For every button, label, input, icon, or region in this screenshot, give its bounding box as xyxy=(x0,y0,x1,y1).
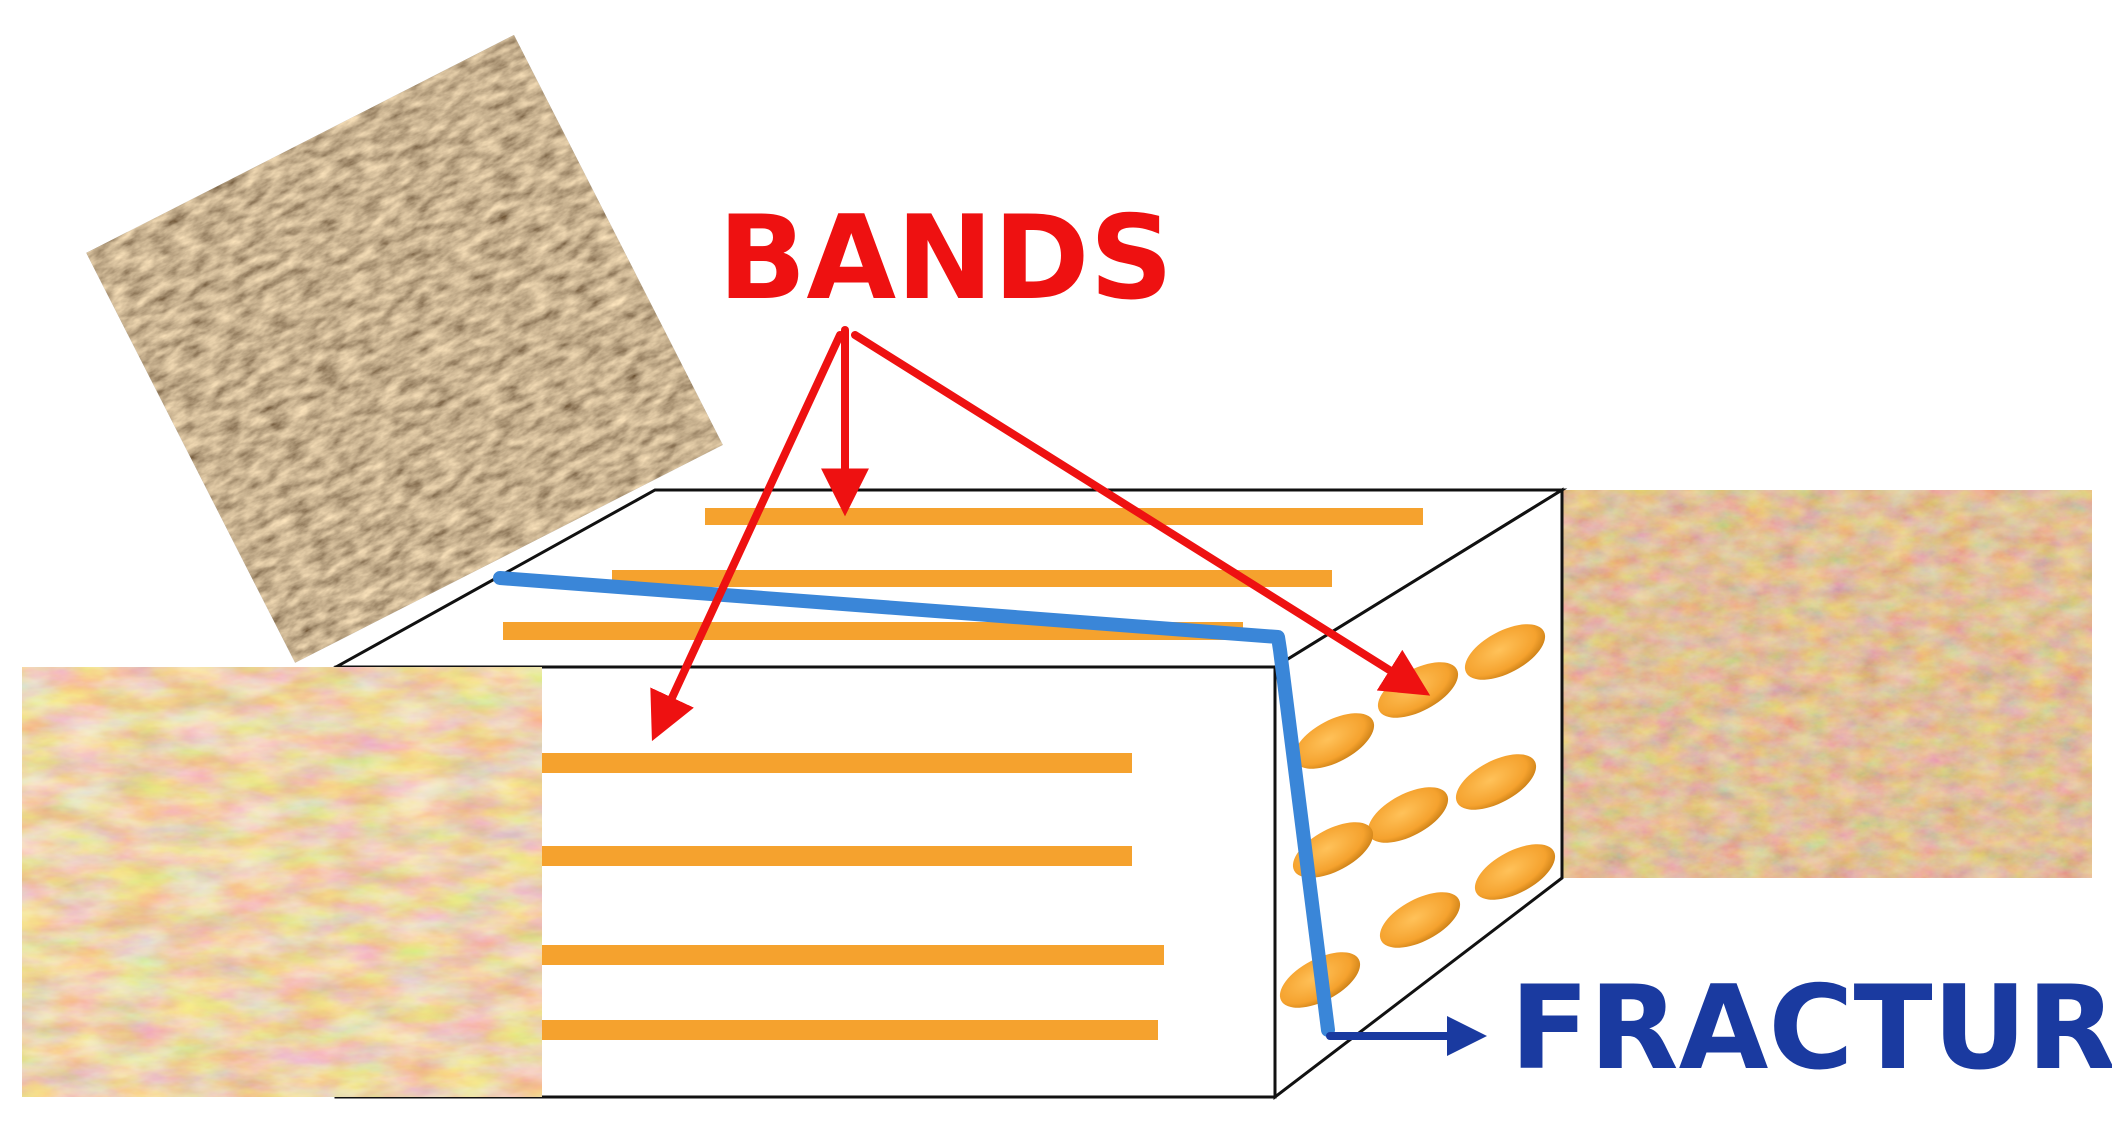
band-section xyxy=(1367,787,1449,843)
front-band xyxy=(542,945,1164,965)
band-section xyxy=(1293,713,1375,769)
band-section xyxy=(1464,624,1546,680)
top-band xyxy=(705,508,1423,525)
fracture-line xyxy=(493,571,1335,1037)
front-band xyxy=(542,753,1132,773)
side-surface-texture xyxy=(22,667,542,1097)
bands-arrow-side xyxy=(851,331,1431,696)
front-band xyxy=(542,1020,1158,1040)
band-section xyxy=(1455,754,1537,810)
front-face-bands xyxy=(542,753,1164,1040)
front-band xyxy=(542,846,1132,866)
bands-label: BANDS xyxy=(718,191,1173,326)
top-surface-texture xyxy=(86,35,723,663)
band-section xyxy=(1379,892,1461,948)
band-section xyxy=(1474,844,1556,900)
end-surface-texture xyxy=(1562,490,2092,878)
top-band xyxy=(612,570,1332,587)
bands-arrows xyxy=(650,326,1431,742)
side-face-band-sections xyxy=(1279,624,1556,1008)
bands-arrow-front xyxy=(650,331,844,742)
top-face-bands xyxy=(503,508,1423,640)
fracture-label: FRACTURE xyxy=(1510,961,2112,1096)
